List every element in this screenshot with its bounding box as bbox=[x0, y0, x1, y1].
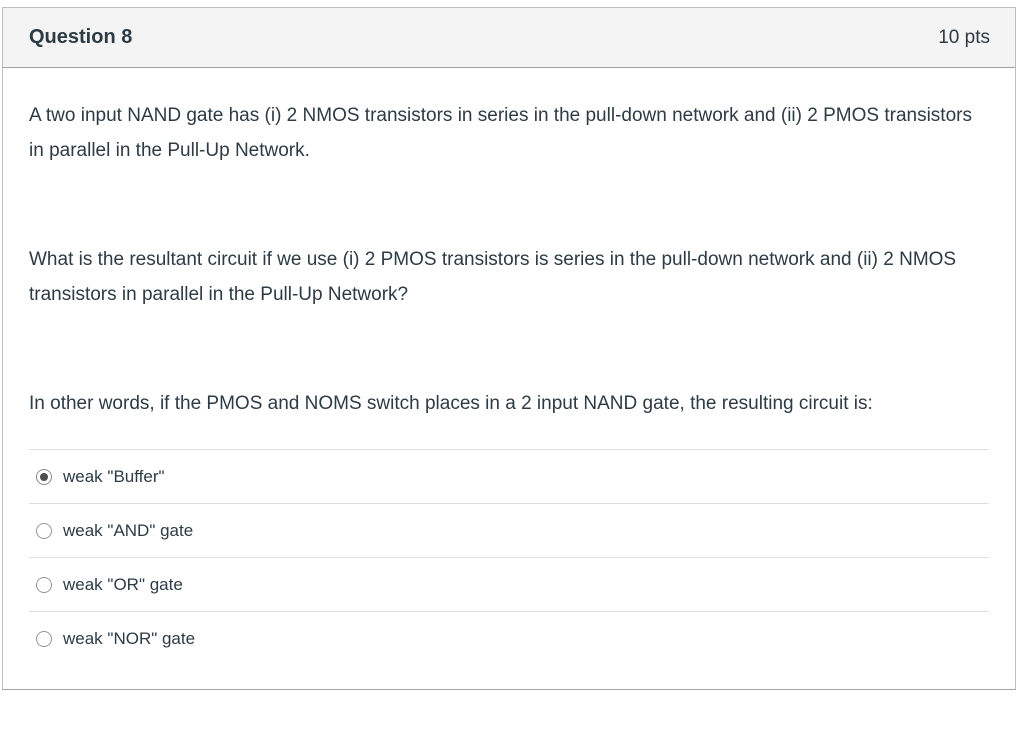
question-paragraph: What is the resultant circuit if we use … bbox=[29, 249, 957, 305]
answer-option-buffer[interactable]: weak "Buffer" bbox=[29, 449, 989, 503]
radio-button-icon[interactable] bbox=[36, 468, 52, 485]
answer-options: weak "Buffer" weak "AND" gate weak "OR" … bbox=[29, 449, 989, 665]
answer-label[interactable]: weak "AND" gate bbox=[63, 520, 194, 540]
answer-option-nor-gate[interactable]: weak "NOR" gate bbox=[29, 611, 989, 665]
answer-label[interactable]: weak "Buffer" bbox=[63, 466, 165, 486]
question-paragraph: In other words, if the PMOS and NOMS swi… bbox=[29, 393, 873, 414]
answer-option-and-gate[interactable]: weak "AND" gate bbox=[29, 503, 989, 557]
question-points: 10 pts bbox=[938, 26, 990, 48]
question-title: Question 8 bbox=[29, 26, 133, 48]
radio-button-icon[interactable] bbox=[36, 576, 52, 593]
question-paragraph: A two input NAND gate has (i) 2 NMOS tra… bbox=[29, 105, 972, 161]
answer-label[interactable]: weak "OR" gate bbox=[63, 574, 183, 594]
radio-button-icon[interactable] bbox=[36, 630, 52, 647]
question-header: Question 8 10 pts bbox=[3, 8, 1015, 68]
question-text: A two input NAND gate has (i) 2 NMOS tra… bbox=[29, 98, 989, 421]
radio-button-icon[interactable] bbox=[36, 522, 52, 539]
question-body: A two input NAND gate has (i) 2 NMOS tra… bbox=[3, 68, 1015, 689]
question-panel: Question 8 10 pts A two input NAND gate … bbox=[2, 7, 1016, 690]
answer-option-or-gate[interactable]: weak "OR" gate bbox=[29, 557, 989, 611]
answer-label[interactable]: weak "NOR" gate bbox=[63, 628, 196, 648]
